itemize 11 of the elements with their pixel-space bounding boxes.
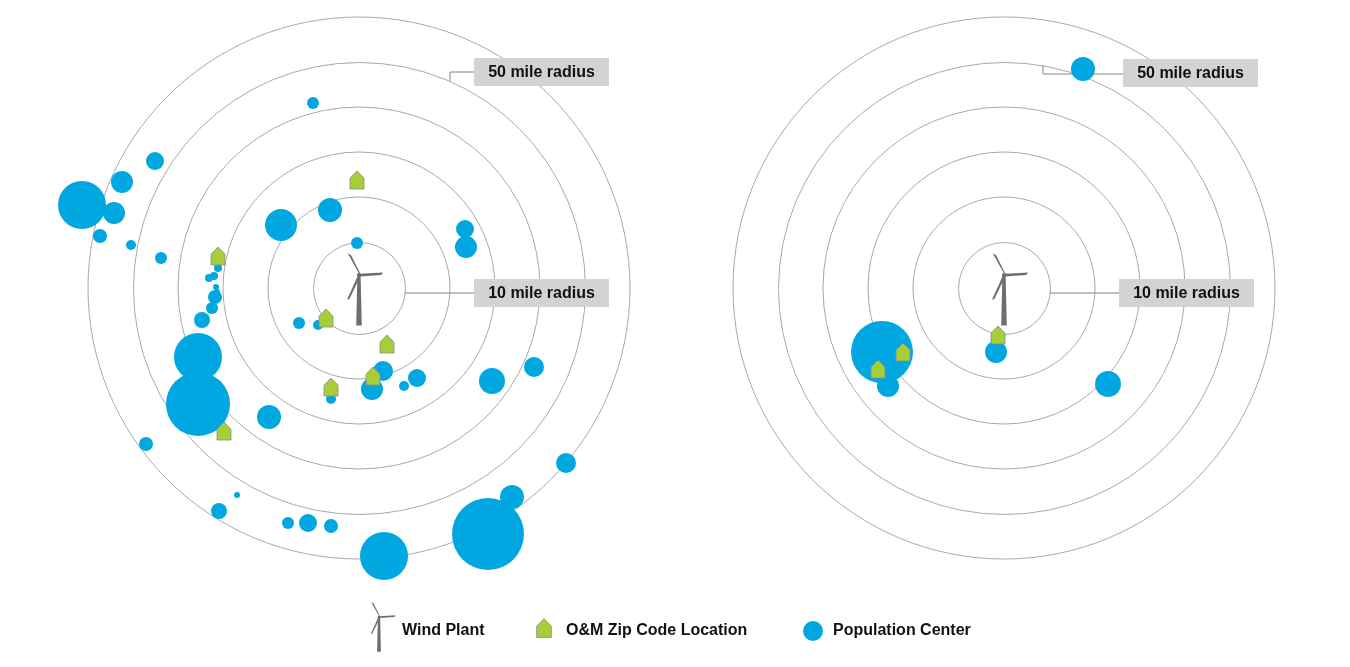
radius-label: 50 mile radius [1123,59,1258,87]
leader-line [404,292,475,294]
leader-line [1049,292,1120,294]
legend-label: Wind Plant [402,621,485,639]
legend-label: O&M Zip Code Location [566,621,748,639]
radius-label: 10 mile radius [1119,279,1254,307]
leader-line [449,71,475,82]
leader-line [1042,64,1124,75]
radius-label: 10 mile radius [474,279,609,307]
radius-label: 50 mile radius [474,58,609,86]
legend-label: Population Center [833,621,971,639]
